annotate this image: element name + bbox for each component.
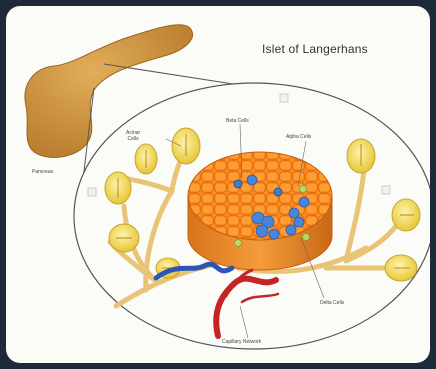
label-acinar-cells: Acinar Cells: [126, 130, 140, 142]
label-delta-cells: Delta Cells: [320, 300, 344, 306]
label-capillary-network: Capillary Network: [222, 339, 261, 345]
label-alpha-cells: Alpha Cells: [286, 134, 311, 140]
diagram-canvas: [6, 6, 430, 363]
diagram-title: Islet of Langerhans: [262, 42, 368, 56]
label-pancreas: Pancreas: [32, 169, 53, 175]
islet-diagram: Islet of Langerhans Pancreas Acinar Cell…: [6, 6, 430, 363]
label-beta-cells: Beta Cells: [226, 118, 249, 124]
